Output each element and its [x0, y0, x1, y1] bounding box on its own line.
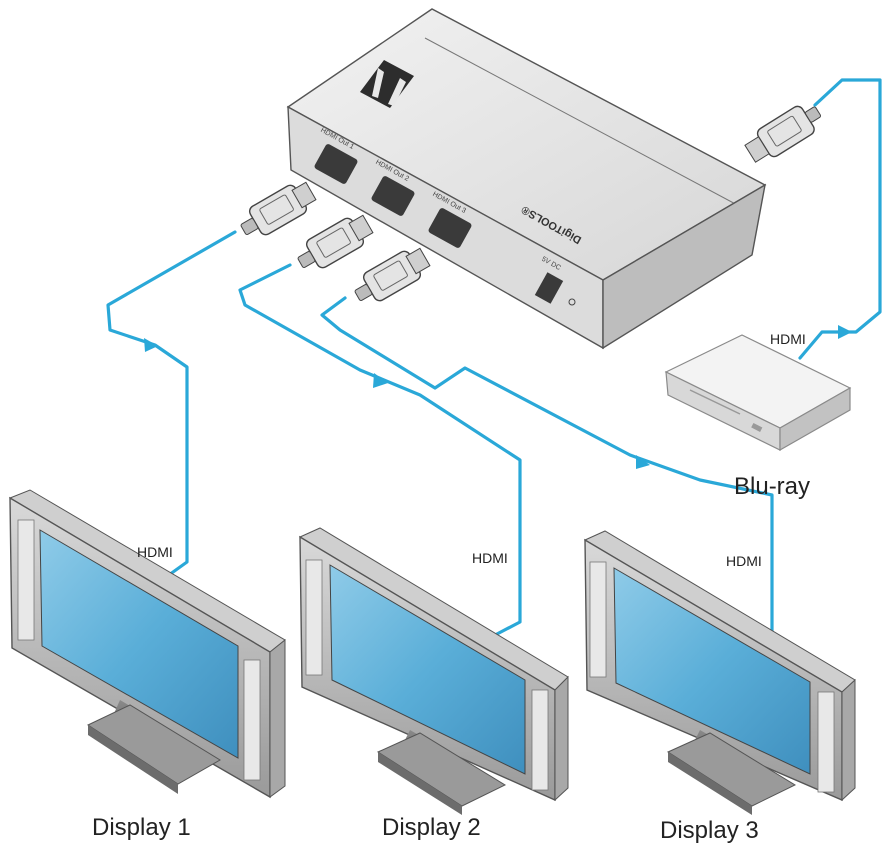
hdmi-plug-out-2 — [297, 214, 374, 269]
hdmi-plug-out-1 — [240, 181, 317, 236]
display-3-cable-label: HDMI — [726, 553, 762, 569]
display-3-label: Display 3 — [660, 817, 759, 844]
power-indicator-icon — [568, 298, 576, 306]
display-2-cable-label: HDMI — [472, 550, 508, 566]
kramer-logo-icon — [360, 60, 414, 108]
cable-display-3 — [320, 296, 774, 637]
signal-arrows — [144, 325, 852, 469]
cable-display-2 — [238, 263, 522, 636]
display-1 — [8, 489, 286, 799]
splitter-device: HDMI Out 1 HDMI Out 2 HDMI Out 3 5V DC D… — [286, 8, 767, 350]
display-1-cable-label: HDMI — [137, 544, 173, 560]
display-2 — [298, 527, 569, 815]
arrow-icon — [373, 373, 388, 388]
cable-source — [798, 78, 882, 360]
display-1-label: Display 1 — [92, 814, 191, 841]
arrow-icon — [144, 338, 158, 352]
hdmi-plug-in — [744, 105, 821, 163]
hdmi-plug-out-3 — [354, 247, 431, 302]
blu-ray-player — [664, 334, 852, 452]
arrow-icon — [636, 455, 650, 469]
source-cable-label: HDMI — [770, 331, 806, 347]
cable-display-1 — [106, 230, 237, 592]
display-2-label: Display 2 — [382, 814, 481, 841]
arrow-icon — [838, 325, 852, 339]
display-3 — [583, 530, 856, 815]
source-label: Blu-ray — [734, 473, 810, 500]
